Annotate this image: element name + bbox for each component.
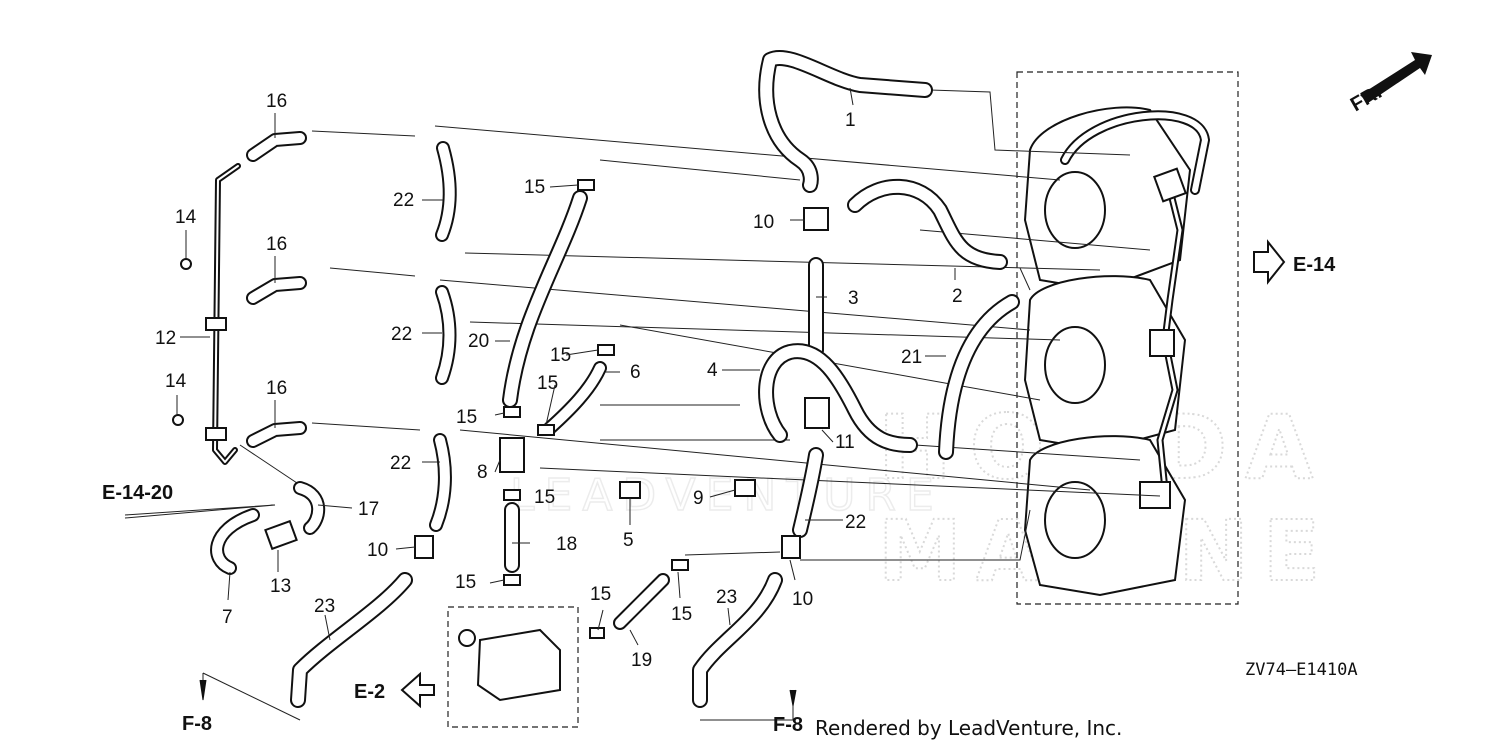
label-23a: 23 [314,596,335,617]
label-9: 9 [693,488,704,509]
label-22b: 22 [391,324,412,345]
label-19: 19 [631,650,652,671]
part-labels: 1 2 3 4 5 6 7 8 9 10 10 10 11 12 13 14 1… [155,91,963,671]
label-10b: 10 [367,540,388,561]
watermark-brand: LEADVENTURE [510,470,944,521]
label-15a: 15 [524,177,545,198]
label-16a: 16 [266,91,287,112]
label-11: 11 [835,432,855,453]
hoses [210,50,1020,708]
label-1: 1 [845,110,856,131]
label-14b: 14 [165,371,187,392]
label-22d: 22 [845,512,866,533]
label-20: 20 [468,331,489,352]
label-22c: 22 [390,453,411,474]
label-22a: 22 [393,190,414,211]
fittings [172,179,830,639]
label-14a: 14 [175,207,197,228]
label-12: 12 [155,328,176,349]
section-arrows [199,52,1432,709]
ref-f8-right: F-8 [773,714,803,736]
ref-e14-20: E-14-20 [102,482,173,504]
drawing-code: ZV74—E1410A [1245,660,1358,680]
label-15f: 15 [455,572,476,593]
label-23b: 23 [716,587,737,608]
label-leaders [176,87,956,646]
ref-e14: E-14 [1293,254,1336,276]
label-10c: 10 [792,589,813,610]
label-17: 17 [358,499,379,520]
carburetor-assembly [1023,106,1210,597]
label-15c: 15 [537,373,558,394]
label-2: 2 [952,286,963,307]
label-15g: 15 [590,584,611,605]
label-16c: 16 [266,378,287,399]
label-13: 13 [270,576,291,597]
fuel-pump-assembly [447,606,579,728]
label-15h: 15 [671,604,692,625]
label-5: 5 [623,530,634,551]
label-7: 7 [222,607,233,628]
label-8: 8 [477,462,488,483]
engine-assembly-frame [1016,71,1239,605]
label-18: 18 [556,534,577,555]
label-4: 4 [707,360,718,381]
label-15b: 15 [550,345,571,366]
ref-f8-left: F-8 [182,713,212,735]
label-15e: 15 [534,487,555,508]
label-10a: 10 [753,212,774,233]
label-3: 3 [848,288,859,309]
label-21: 21 [901,347,922,368]
ref-e2: E-2 [354,681,385,703]
label-15d: 15 [456,407,477,428]
label-16b: 16 [266,234,287,255]
label-6: 6 [630,362,641,383]
credit-text: Rendered by LeadVenture, Inc. [815,716,1123,740]
